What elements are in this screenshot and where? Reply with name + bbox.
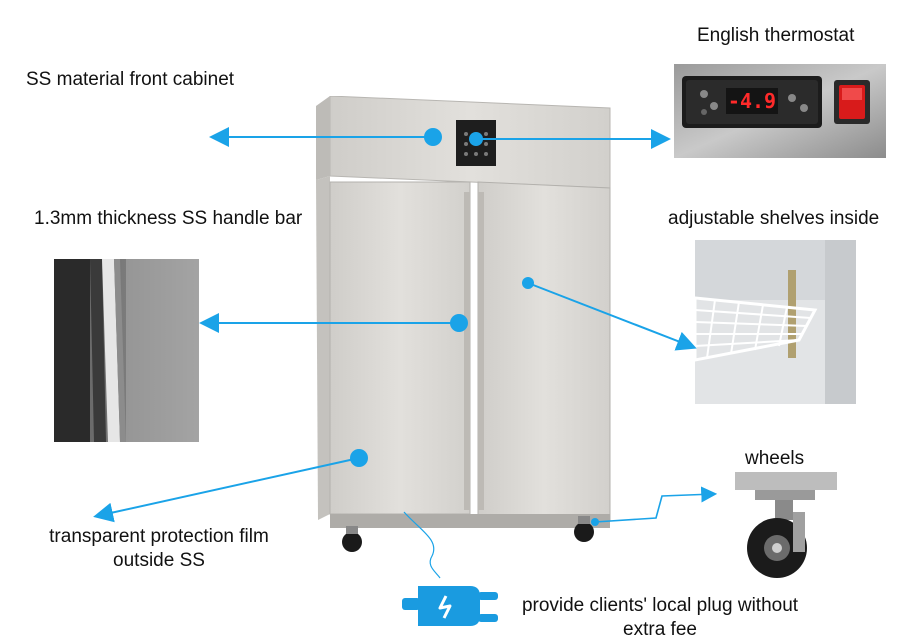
label-plug: provide clients' local plug without extr… xyxy=(505,594,815,642)
label-handle-bar: 1.3mm thickness SS handle bar xyxy=(34,208,303,229)
arrow-protection-film xyxy=(93,449,368,523)
arrow-wheels xyxy=(591,486,718,526)
thermostat-photo: -4.9 xyxy=(674,64,886,158)
label-plug-line2: extra fee xyxy=(623,619,697,640)
thermostat-display-reading: -4.9 xyxy=(727,89,777,113)
arrow-front-cabinet xyxy=(209,127,442,147)
plug-icon xyxy=(402,586,498,626)
plug-cord xyxy=(403,511,441,579)
label-protection-film-line1: transparent protection film xyxy=(49,526,269,547)
label-front-cabinet: SS material front cabinet xyxy=(26,69,235,90)
label-plug-line1: provide clients' local plug without xyxy=(521,595,799,616)
label-protection-film: transparent protection film outside SS xyxy=(24,525,294,573)
handle-bar-photo xyxy=(54,259,199,442)
label-thermostat: English thermostat xyxy=(697,25,855,46)
arrow-handle-bar xyxy=(199,313,468,333)
arrow-thermostat xyxy=(469,129,671,149)
wheel-photo xyxy=(735,472,837,584)
label-protection-film-line2: outside SS xyxy=(113,550,205,571)
shelves-photo xyxy=(695,240,856,404)
arrow-shelves xyxy=(522,277,697,351)
label-shelves: adjustable shelves inside xyxy=(668,208,880,229)
label-wheels: wheels xyxy=(745,448,805,469)
